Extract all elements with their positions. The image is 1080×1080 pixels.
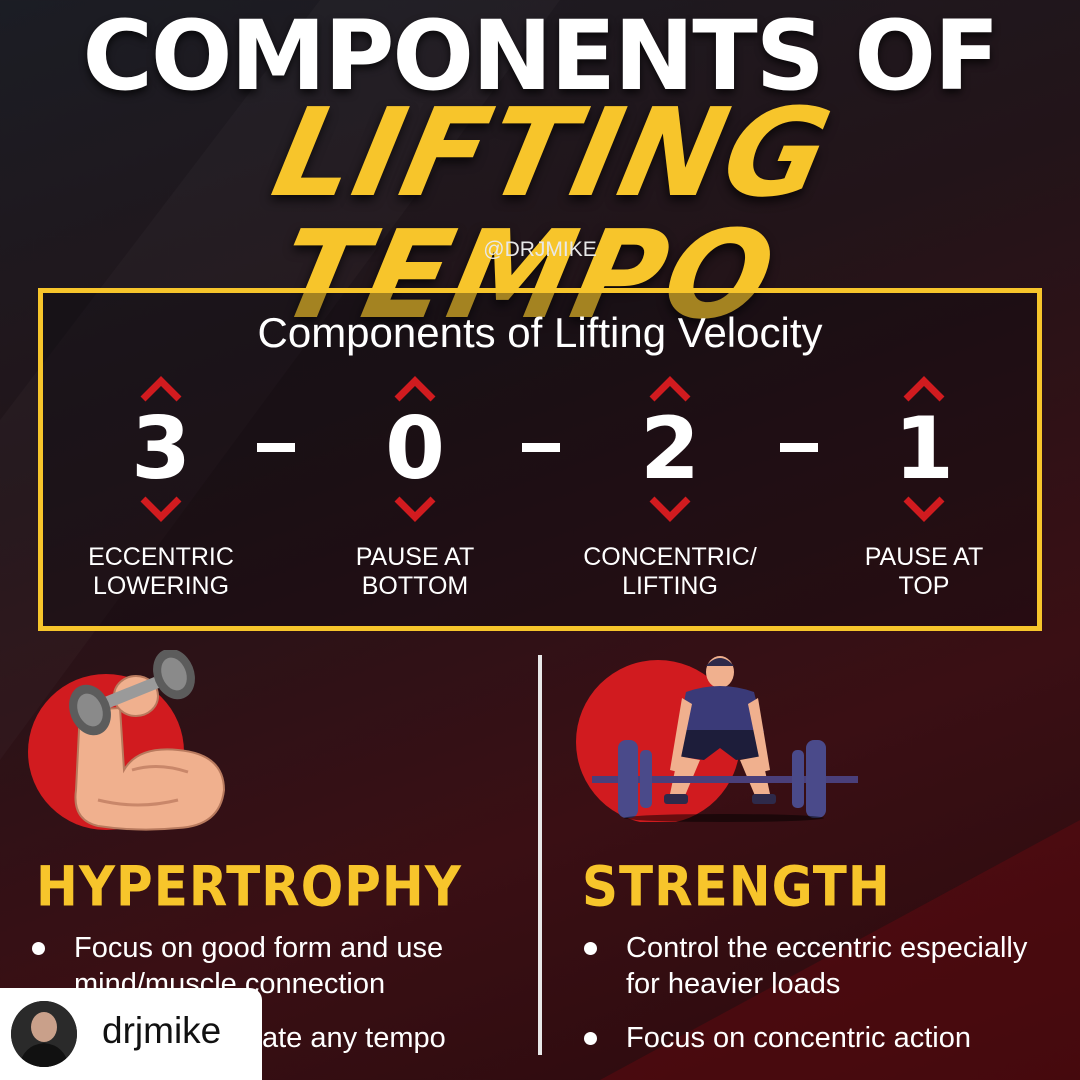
chevron-down-icon (394, 496, 436, 522)
tempo-component-concentric: 2 CONCENTRIC/ LIFTING (560, 373, 780, 601)
chevron-down-icon (140, 496, 182, 522)
chevron-up-icon (140, 376, 182, 402)
author-handle: @DRJMIKE (483, 238, 597, 261)
tempo-label-line1: PAUSE AT (864, 543, 984, 571)
section-divider (538, 655, 542, 1055)
strength-bullet-text: Focus on concentric action (626, 1022, 971, 1054)
tempo-separator (780, 443, 818, 452)
chevron-up-icon (903, 376, 945, 402)
tempo-label-line1: PAUSE AT (355, 543, 475, 571)
tempo-separator (522, 443, 560, 452)
tempo-digit: 1 (894, 399, 954, 499)
tempo-component-eccentric: 3 ECCENTRIC LOWERING (51, 373, 271, 601)
repost-badge[interactable]: drjmike (0, 988, 262, 1080)
tempo-separator (257, 443, 295, 452)
deadlift-lifter-icon (574, 652, 864, 827)
hypertrophy-bullet: Focus on good form and use mind/muscle c… (32, 930, 514, 1002)
chevron-down-icon (649, 496, 691, 522)
tempo-label-line1: CONCENTRIC/ (583, 543, 757, 571)
hypertrophy-title: HYPERTROPHY (36, 855, 462, 919)
lifting-velocity-heading: Components of Lifting Velocity (257, 309, 823, 356)
lifting-velocity-panel: Components of Lifting Velocity 3 ECCENTR… (38, 288, 1042, 631)
chevron-up-icon (649, 376, 691, 402)
tempo-digit: 2 (640, 399, 700, 499)
tempo-label-line2: LOWERING (92, 572, 230, 600)
hypertrophy-bullet-text: Focus on good form and use mind/muscle c… (74, 932, 444, 1000)
avatar[interactable] (11, 1001, 77, 1067)
chevron-up-icon (394, 376, 436, 402)
bullet-dot (584, 942, 597, 955)
chevron-down-icon (903, 496, 945, 522)
flexed-arm-dumbbell-icon (28, 648, 238, 845)
repost-username[interactable]: drjmike (102, 1010, 222, 1051)
tempo-digit: 0 (385, 399, 445, 499)
tempo-component-pause-bottom: 0 PAUSE AT BOTTOM (305, 373, 525, 601)
bullet-dot (32, 942, 45, 955)
strength-bullet-text: Control the eccentric especially for hea… (626, 932, 1028, 1000)
tempo-label-line1: ECCENTRIC (88, 543, 234, 571)
strength-bullet: Focus on concentric action (584, 1020, 1046, 1056)
hypertrophy-bullet: ate any tempo (262, 1020, 522, 1056)
tempo-label-line2: TOP (898, 572, 950, 600)
tempo-label-line2: BOTTOM (361, 572, 469, 600)
bullet-dot (584, 1032, 597, 1045)
hypertrophy-bullet-text: ate any tempo (262, 1022, 446, 1054)
tempo-component-pause-top: 1 PAUSE AT TOP (814, 373, 1034, 601)
tempo-label-line2: LIFTING (622, 572, 718, 600)
tempo-digit: 3 (131, 399, 191, 499)
title-line-1: COMPONENTS OF (82, 0, 999, 112)
strength-bullet: Control the eccentric especially for hea… (584, 930, 1046, 1002)
strength-title: STRENGTH (582, 855, 891, 919)
